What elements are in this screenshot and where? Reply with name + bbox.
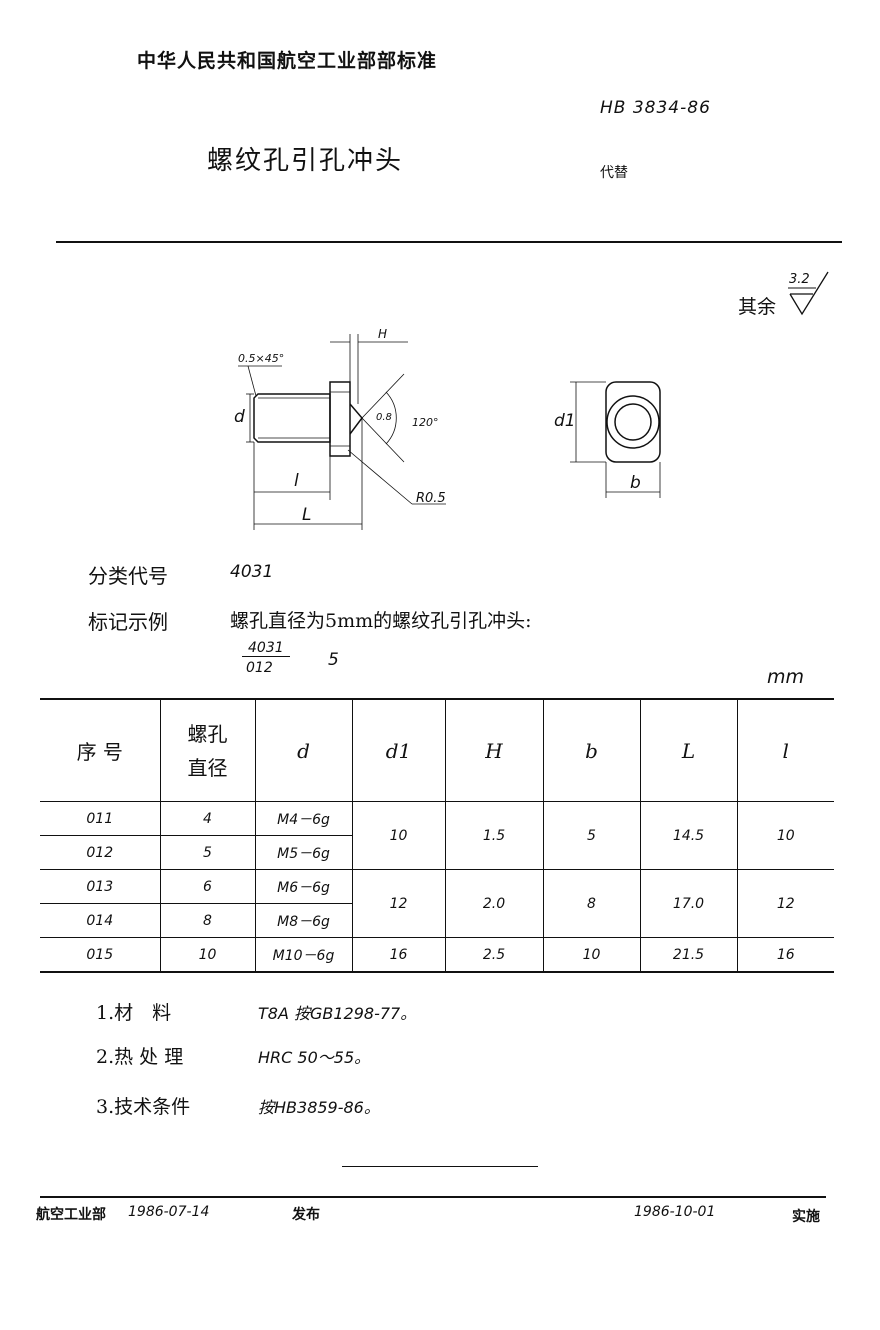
marking-code-bottom: 012 [246,660,273,676]
dimension-table: 序 号 螺孔直径 d d1 H b L l 011 4 M4－6g 10 1.5… [40,698,834,973]
table-row: 015 10 M10－6g 16 2.5 10 21.5 16 [40,937,834,972]
d1-label: d1 [554,411,576,431]
cell-d: M4－6g [254,801,352,836]
end-rule [342,1166,538,1167]
cell-seq: 013 [40,869,160,904]
d-label: d [234,407,245,427]
cell-d: M8－6g [254,903,352,938]
footer-issuer: 航空工业部 [36,1207,106,1223]
cell-b: 10 [542,937,640,972]
header-rule [56,241,842,243]
cell-H: 2.5 [444,937,543,972]
col-header-L: L [639,699,737,802]
col-header-b: b [542,699,640,802]
marking-text: 螺孔直径为5mm的螺纹孔引孔冲头: [230,610,532,632]
l-label: l [294,471,299,491]
roughness-label: 其余 [738,296,777,318]
cell-L: 14.5 [639,801,737,870]
table-row: 014 8 M8－6g [40,903,834,938]
col-header-d: d [254,699,352,802]
footer-issue-label: 发布 [292,1207,320,1223]
note-3-label: 3.技术条件 [96,1096,191,1118]
h-label: H [378,327,387,341]
cell-b: 5 [542,801,640,870]
L-label: L [302,505,311,525]
cell-seq: 014 [40,903,160,938]
note-1-value: T8A 按GB1298-77。 [258,1004,417,1023]
chamfer-label: 0.5×45° [238,352,284,365]
roughness-symbol-icon [788,271,829,316]
cell-L: 17.0 [639,869,737,938]
cell-d: M10－6g [254,937,352,972]
cell-seq: 012 [40,835,160,870]
cell-d1: 12 [351,869,445,938]
note-1-label: 1.材 料 [96,1002,172,1024]
angle-label: 120° [412,416,439,429]
note-2-value: HRC 50～55。 [258,1048,371,1067]
cell-d: M6－6g [254,869,352,904]
table-row: 013 6 M6－6g 12 2.0 8 17.0 12 [40,869,834,938]
standard-number: HB 3834-86 [600,98,711,118]
cell-seq: 011 [40,801,160,836]
cell-l: 16 [736,937,834,972]
footer-effective-date: 1986-10-01 [634,1204,716,1220]
marking-label: 标记示例 [88,610,168,634]
col-header-H: H [444,699,543,802]
b-label: b [630,473,641,493]
cell-d1: 16 [351,937,445,972]
cell-seq: 015 [40,937,160,972]
document-title: 螺纹孔引孔冲头 [207,146,404,176]
col-header-seq: 序 号 [40,699,160,802]
table-header-row: 序 号 螺孔直径 d d1 H b L l [40,699,834,802]
cell-l: 12 [736,869,834,938]
cell-H: 2.0 [444,869,543,938]
col-header-d1: d1 [351,699,445,802]
table-row: 011 4 M4－6g 10 1.5 5 14.5 10 [40,801,834,870]
cell-hole-dia: 10 [159,937,255,972]
note-2-label: 2.热 处 理 [96,1046,184,1068]
footer-rule [40,1196,826,1198]
punch-drawing: 0.5×45° H d 0.8 120° l L R0.5 d1 b [234,327,661,530]
table-row: 012 5 M5－6g [40,835,834,870]
footer-issue-date: 1986-07-14 [128,1204,210,1220]
cell-hole-dia: 6 [159,869,255,904]
cell-hole-dia: 5 [159,835,255,870]
unit-label: mm [767,666,805,688]
classification-value: 4031 [230,562,274,582]
cell-L: 21.5 [639,937,737,972]
radius-small-label: 0.8 [376,412,392,423]
marking-code-top: 4031 [242,640,290,657]
cell-d: M5－6g [254,835,352,870]
note-3-value: 按HB3859-86。 [258,1098,380,1117]
classification-label: 分类代号 [88,564,168,588]
issuing-organization: 中华人民共和国航空工业部部标准 [137,50,438,72]
footer-effective-label: 实施 [792,1209,820,1225]
cell-d1: 10 [351,801,445,870]
cell-H: 1.5 [444,801,543,870]
roughness-value: 3.2 [789,272,810,287]
cell-hole-dia: 4 [159,801,255,836]
shank-outline [253,393,331,443]
cell-hole-dia: 8 [159,903,255,938]
col-header-hole-dia: 螺孔直径 [159,699,255,802]
col-header-l: l [736,699,834,802]
replaces-label: 代替 [600,165,628,181]
cell-b: 8 [542,869,640,938]
cell-l: 10 [736,801,834,870]
R-label: R0.5 [416,491,446,506]
marking-size: 5 [328,650,339,670]
